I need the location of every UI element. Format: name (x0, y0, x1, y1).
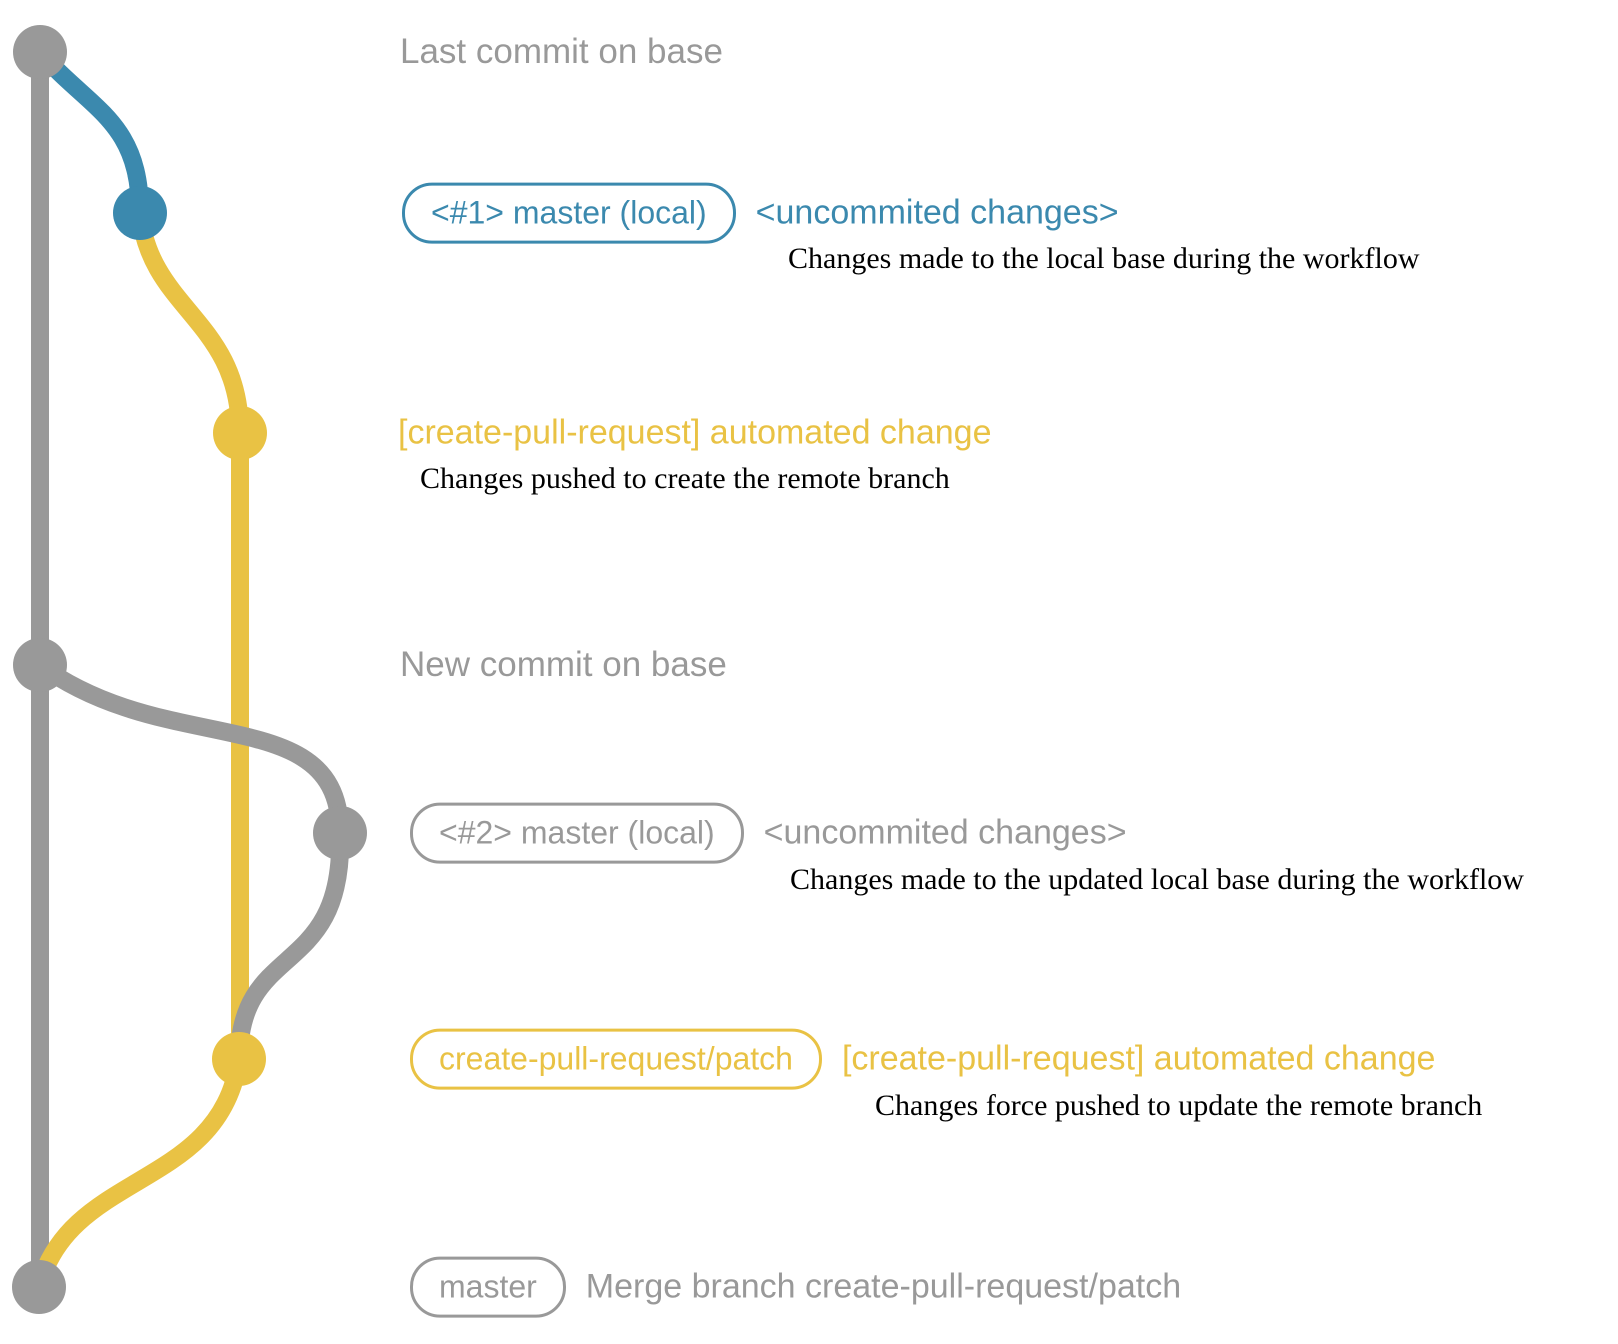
row-local-2: <#2> master (local) <uncommited changes> (410, 802, 1127, 864)
row-merge: master Merge branch create-pull-request/… (410, 1256, 1182, 1318)
row-new-commit: New commit on base (400, 645, 727, 685)
commit-last-on-base (13, 25, 67, 79)
branch-badge-master-local-1: <#1> master (local) (402, 182, 736, 244)
commit-message-uncommited-2: <uncommited changes> (763, 813, 1127, 852)
base-fork-curve (31, 656, 349, 842)
commit-message-uncommited-1: <uncommited changes> (755, 193, 1119, 232)
note-local-1: Changes made to the local base during th… (788, 242, 1420, 275)
patch-merge-curve (30, 1050, 248, 1296)
commit-message-merge: Merge branch create-pull-request/patch (585, 1267, 1182, 1306)
last-commit-label: Last commit on base (400, 32, 723, 71)
branch-badge-patch: create-pull-request/patch (410, 1028, 822, 1090)
commit-patch-2 (212, 1032, 266, 1086)
commit-new-on-base (13, 638, 67, 692)
local-branch-1-curve (31, 43, 149, 222)
local-branch-2-curve (230, 824, 350, 1068)
branch-badge-master-local-2: <#2> master (local) (410, 802, 744, 864)
row-patch-1: [create-pull-request] automated change (398, 414, 991, 453)
row-last-commit: Last commit on base (400, 32, 723, 72)
commit-patch-1 (213, 406, 267, 460)
commit-message-automated-1: [create-pull-request] automated change (398, 413, 992, 452)
note-patch-1: Changes pushed to create the remote bran… (420, 462, 950, 495)
patch-branch-line (131, 204, 249, 1068)
commit-merge (12, 1260, 66, 1314)
note-patch-2: Changes force pushed to update the remot… (875, 1089, 1483, 1122)
commit-local-2 (313, 806, 367, 860)
new-commit-label: New commit on base (400, 645, 727, 684)
commit-local-1 (113, 186, 167, 240)
branch-badge-master: master (410, 1256, 566, 1318)
note-local-2: Changes made to the updated local base d… (790, 863, 1524, 896)
commit-message-automated-2: [create-pull-request] automated change (841, 1039, 1436, 1078)
row-patch-2: create-pull-request/patch [create-pull-r… (410, 1028, 1436, 1090)
row-local-1: <#1> master (local) <uncommited changes> (402, 182, 1119, 244)
